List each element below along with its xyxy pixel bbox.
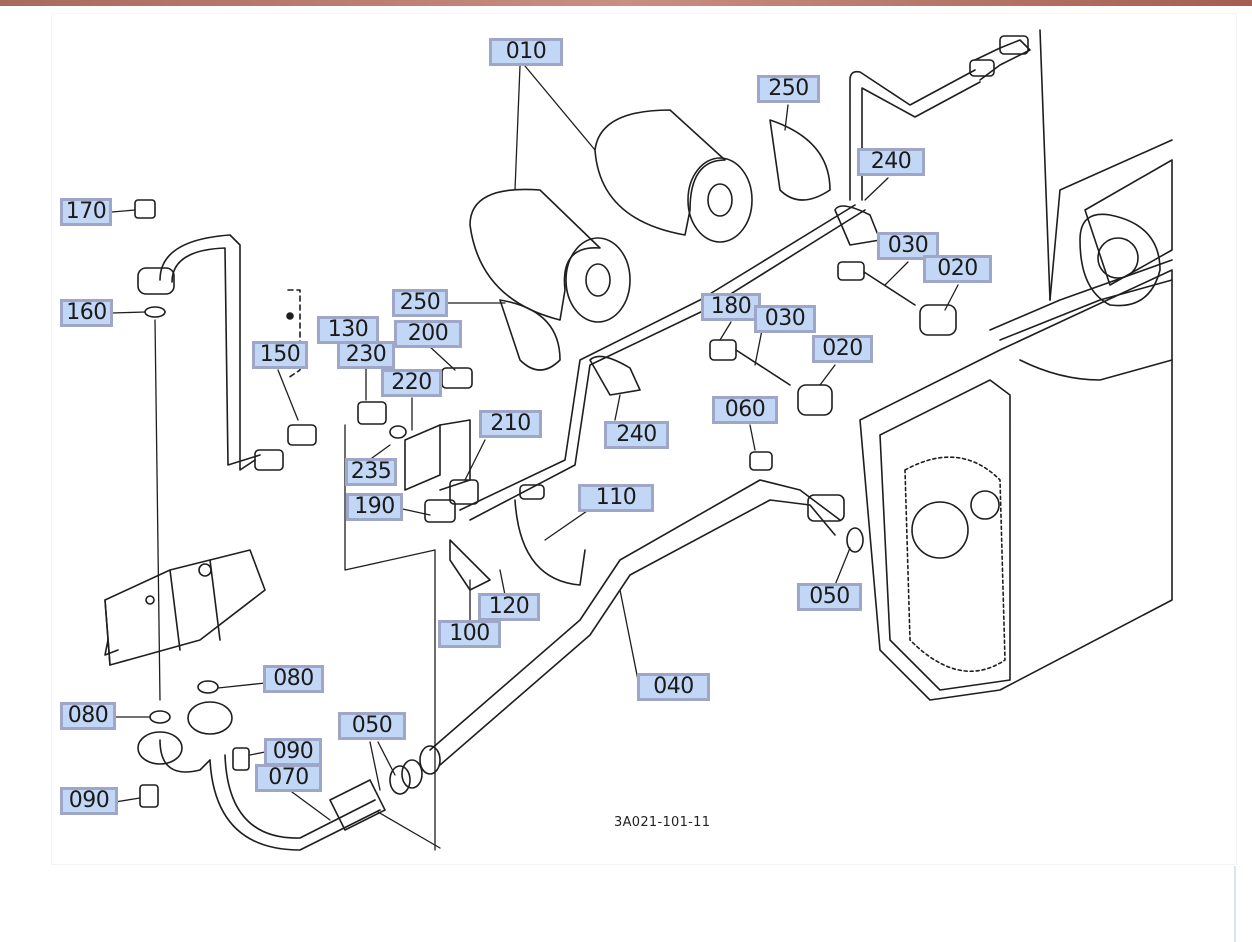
callout-220[interactable]: 220 xyxy=(381,369,442,397)
callout-240[interactable]: 240 xyxy=(857,148,925,176)
engine-housing xyxy=(859,29,1173,701)
callout-170[interactable]: 170 xyxy=(60,198,112,226)
callout-160[interactable]: 160 xyxy=(60,299,113,327)
callout-235[interactable]: 235 xyxy=(345,458,397,486)
callout-180[interactable]: 180 xyxy=(701,293,761,321)
callout-050[interactable]: 050 xyxy=(797,583,862,611)
callout-030[interactable]: 030 xyxy=(754,305,816,333)
callout-080[interactable]: 080 xyxy=(263,665,324,693)
hydraulic-pump xyxy=(104,549,266,666)
callout-150[interactable]: 150 xyxy=(252,341,308,369)
fittings xyxy=(134,35,1029,808)
drawing-id-label: 3A021-101-11 xyxy=(614,815,711,830)
callout-100[interactable]: 100 xyxy=(438,620,501,648)
callout-130[interactable]: 130 xyxy=(317,316,379,344)
scrollbar-track[interactable] xyxy=(1234,866,1236,942)
top-border xyxy=(0,0,1252,6)
callout-020[interactable]: 020 xyxy=(812,335,873,363)
callout-010[interactable]: 010 xyxy=(489,38,563,66)
callout-060[interactable]: 060 xyxy=(712,396,778,424)
callout-250[interactable]: 250 xyxy=(392,289,448,317)
callout-090[interactable]: 090 xyxy=(264,738,322,766)
callout-110[interactable]: 110 xyxy=(578,484,654,512)
callout-250[interactable]: 250 xyxy=(757,75,820,103)
callout-210[interactable]: 210 xyxy=(479,410,542,438)
callout-040[interactable]: 040 xyxy=(637,673,710,701)
callout-240[interactable]: 240 xyxy=(604,421,669,449)
leader-lines xyxy=(111,65,959,851)
callout-200[interactable]: 200 xyxy=(394,320,462,348)
filter-cartridges xyxy=(469,109,753,323)
callout-190[interactable]: 190 xyxy=(346,493,403,521)
callout-090[interactable]: 090 xyxy=(60,787,118,815)
callout-230[interactable]: 230 xyxy=(337,341,395,369)
callout-120[interactable]: 120 xyxy=(478,593,540,621)
callout-050[interactable]: 050 xyxy=(338,712,406,740)
callout-080[interactable]: 080 xyxy=(60,702,116,730)
callout-020[interactable]: 020 xyxy=(923,255,992,283)
callout-070[interactable]: 070 xyxy=(255,764,322,792)
